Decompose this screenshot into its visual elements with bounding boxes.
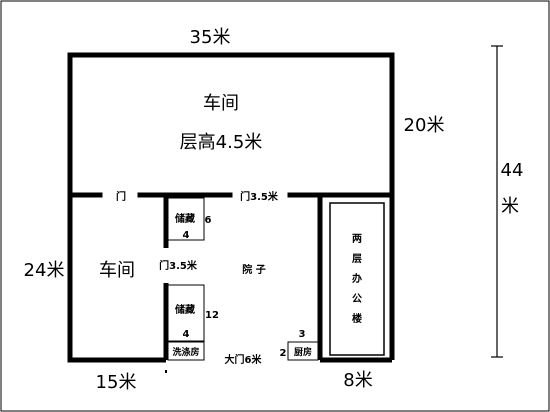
storage-upper-side-num: 6 (205, 215, 212, 226)
storage-upper-bottom-num: 4 (183, 230, 190, 241)
top-workshop-walls (67, 52, 395, 363)
left-workshop-name: 车间 (99, 260, 135, 281)
top-height-label: 20米 (404, 115, 445, 136)
middle-door-label: 门3.5米 (240, 190, 279, 203)
kitchen-top-num: 3 (299, 329, 306, 340)
top-width-label: 35米 (190, 27, 231, 48)
left-workshop-walls (70, 197, 169, 363)
office-inner-box (329, 202, 385, 356)
office-char: 公 (352, 293, 362, 305)
office-char: 两 (352, 233, 362, 245)
storage-lower-bottom-num: 4 (183, 329, 190, 340)
storage-lower-box (167, 284, 205, 342)
storage-upper-box (167, 197, 205, 241)
office-char: 办 (352, 272, 362, 285)
courtyard-label: 院 子 (242, 263, 265, 276)
total-height-unit: 米 (501, 196, 519, 217)
laundry-box (167, 341, 205, 361)
laundry-label: 洗涤房 (172, 346, 199, 358)
office-building (317, 195, 395, 363)
kitchen-box (287, 341, 319, 361)
storage-upper-name: 储藏 (174, 212, 195, 225)
bottom-left-width-label: 15米 (96, 372, 137, 393)
kitchen-left-num: 2 (280, 348, 287, 359)
total-height-indicator (491, 45, 503, 358)
total-height-number: 44 (501, 160, 524, 181)
kitchen-label: 厨房 (294, 346, 312, 358)
left-door-label: 门 (116, 190, 126, 203)
top-workshop-name: 车间 (203, 93, 239, 114)
main-gate-label: 大门6米 (225, 353, 263, 366)
office-char: 楼 (352, 312, 362, 325)
storage-lower-side-num: 12 (205, 310, 219, 321)
bottom-right-width-label: 8米 (343, 370, 372, 391)
storage-lower-name: 储藏 (174, 303, 195, 316)
office-char: 层 (352, 253, 362, 265)
inner-door-label: 门3.5米 (159, 259, 198, 272)
left-height-label: 24米 (24, 260, 65, 281)
office-label: 两 层 办 公 楼 (352, 233, 362, 325)
top-workshop-height: 层高4.5米 (180, 132, 263, 153)
